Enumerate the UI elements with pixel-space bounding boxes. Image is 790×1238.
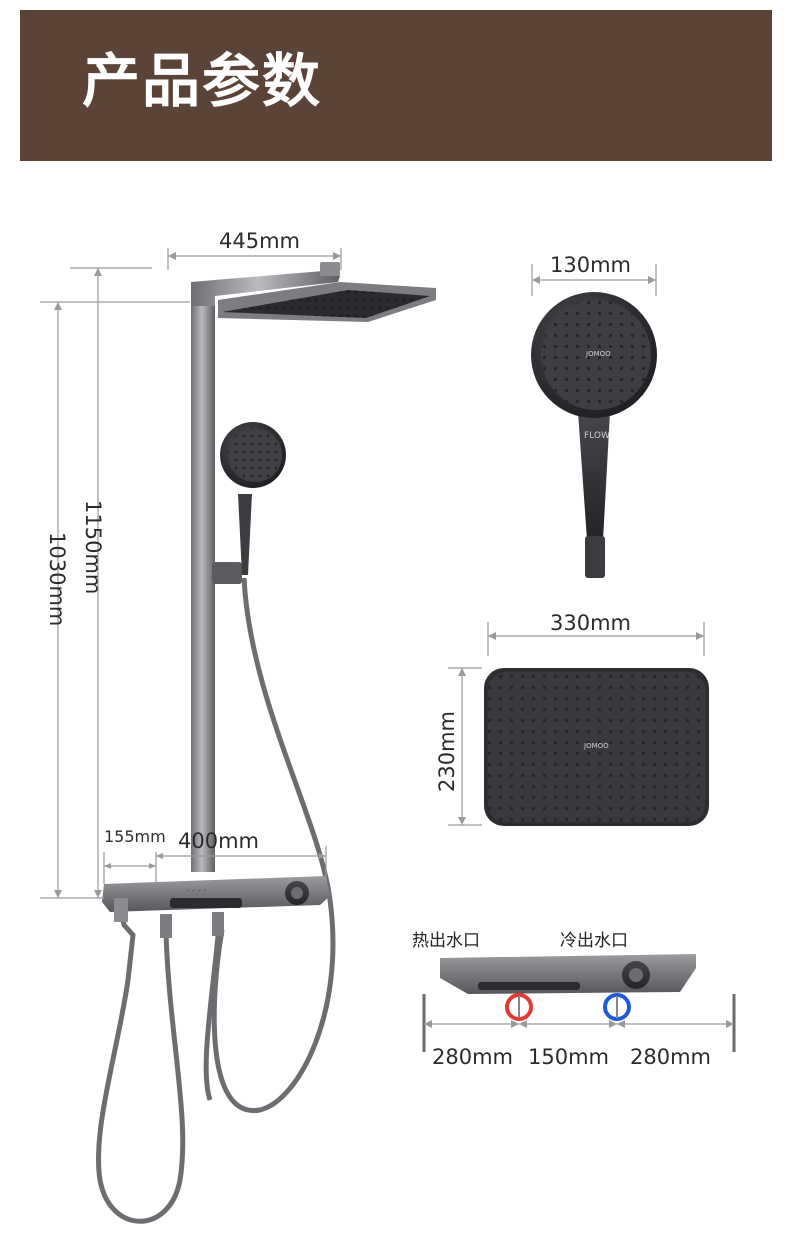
shower-hose bbox=[211, 577, 336, 1113]
svg-text:⸝ ⸝ ⸝ ⸝: ⸝ ⸝ ⸝ ⸝ bbox=[186, 885, 207, 893]
hand-shower-mounted bbox=[212, 422, 286, 584]
thermostatic-shelf: ⸝ ⸝ ⸝ ⸝ bbox=[102, 876, 330, 912]
shower-system: ⸝ ⸝ ⸝ ⸝ bbox=[95, 262, 436, 1224]
dim-shelf-offset: 155mm bbox=[104, 827, 166, 846]
brand-label-hand: JOMOO bbox=[585, 350, 611, 358]
dimension-lines-left bbox=[40, 248, 342, 899]
dim-rain-head-depth: 230mm bbox=[435, 711, 459, 792]
handle-flow-text: FLOW bbox=[584, 431, 610, 441]
dim-rain-head-width: 330mm bbox=[550, 611, 631, 635]
hot-outlet-marker bbox=[505, 993, 533, 1021]
header-banner: 产品参数 bbox=[20, 10, 772, 161]
dim-hand-shower-diameter: 130mm bbox=[550, 253, 631, 277]
hot-outlet-label: 热出水口 bbox=[412, 931, 480, 951]
dim-top-shower-width: 445mm bbox=[219, 229, 300, 253]
brand-label-rain: JOMOO bbox=[583, 742, 609, 750]
outlet-detail: 热出水口 冷出水口 280mm 150mm 280mm bbox=[412, 931, 736, 1069]
shower-arm bbox=[191, 270, 340, 306]
dim-outlet-spacing: 150mm bbox=[528, 1045, 609, 1069]
cold-outlet-label: 冷出水口 bbox=[560, 931, 628, 951]
cold-outlet-marker bbox=[603, 993, 631, 1021]
rain-head-detail: 330mm 230mm JOMOO bbox=[435, 611, 709, 826]
dim-outlet-right: 280mm bbox=[630, 1045, 711, 1069]
rain-shower-head bbox=[218, 282, 436, 322]
shower-pole bbox=[191, 292, 215, 872]
page-title: 产品参数 bbox=[82, 47, 323, 115]
dim-outlet-left: 280mm bbox=[432, 1045, 513, 1069]
hand-shower-detail: 130mm JOMOO FLOW bbox=[531, 253, 657, 578]
dim-height-inner: 1030mm bbox=[45, 532, 69, 626]
dim-shelf-length: 400mm bbox=[178, 829, 259, 853]
dim-height-outer: 1150mm bbox=[81, 500, 105, 594]
inlet-pipe-left bbox=[95, 904, 186, 1224]
